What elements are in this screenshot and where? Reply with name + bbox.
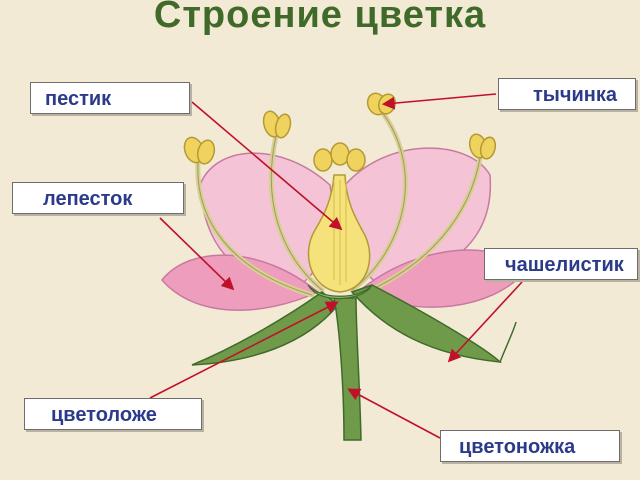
label-chashelistik: чашелистик	[484, 248, 638, 280]
sepals	[191, 284, 517, 366]
arrow-tychinka	[381, 93, 497, 110]
arrow-tsvetonozhka	[347, 388, 441, 439]
pointer-arrows	[149, 93, 523, 439]
arrow-tsvetolozhe	[149, 301, 339, 399]
arrow-pestik	[191, 101, 343, 231]
label-tsvetolozhe: цветоложе	[24, 398, 202, 430]
arrow-lepestok	[159, 217, 235, 291]
receptacle	[307, 284, 373, 300]
arrow-chashelistik	[447, 281, 523, 363]
page-title: Строение цветка	[153, 0, 487, 36]
label-tychinka: тычинка	[498, 78, 636, 110]
stem	[333, 297, 362, 441]
pistil	[307, 142, 371, 293]
label-lepestok: лепесток	[12, 182, 184, 214]
label-tsvetonozhka: цветоножка	[440, 430, 620, 462]
label-pestik: пестик	[30, 82, 190, 114]
